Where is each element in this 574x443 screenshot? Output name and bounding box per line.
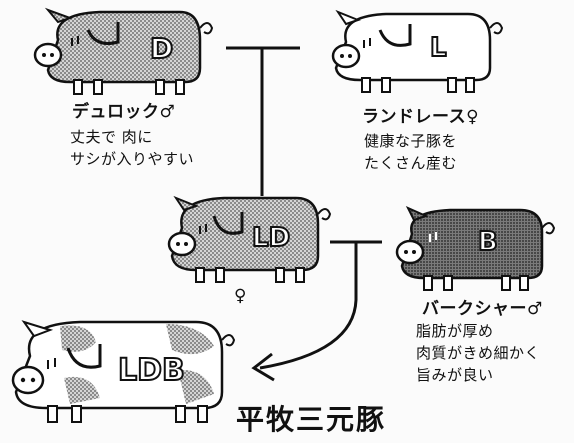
- landrace-desc-line: 健康な子豚を: [364, 132, 458, 150]
- berkshire-name: バークシャー: [422, 299, 527, 319]
- berkshire-description: 脂肪が厚め 肉質がきめ細かく 旨みが良い: [416, 320, 540, 386]
- pig-duroc: D: [33, 7, 214, 95]
- landrace-description: 健康な子豚を たくさん産む: [364, 130, 457, 174]
- landrace-letter: L: [430, 33, 447, 63]
- duroc-desc-line: サシが入りやすい: [70, 150, 195, 168]
- duroc-name: デュロック: [72, 102, 160, 122]
- diagram-title: 平牧三元豚: [236, 403, 387, 436]
- landrace-label: ランドレース♀: [362, 102, 479, 127]
- arrow-head: [251, 352, 275, 382]
- duroc-description: 丈夫で 肉に サシが入りやすい: [70, 126, 194, 170]
- berkshire-sex: ♂: [527, 299, 543, 319]
- landrace-name: ランドレース: [362, 107, 467, 127]
- duroc-label: デュロック♂: [72, 97, 175, 122]
- duroc-desc-line: 丈夫で 肉に: [70, 128, 153, 146]
- cross-line-dl: [226, 46, 300, 196]
- pig-berkshire: B: [395, 205, 556, 291]
- ld-letter: LD: [252, 223, 290, 253]
- berkshire-letter: B: [478, 227, 498, 257]
- berkshire-desc-line: 肉質がきめ細かく: [416, 344, 541, 362]
- cross-line-ldb: [259, 240, 382, 370]
- berkshire-desc-line: 脂肪が厚め: [416, 322, 494, 340]
- pig-ldb: LDB: [11, 320, 236, 423]
- duroc-sex: ♂: [159, 102, 176, 122]
- pig-landrace: L: [331, 9, 504, 93]
- pig-ld: LD: [167, 195, 332, 283]
- berkshire-label: バークシャー♂: [422, 294, 543, 319]
- ld-sex: ♀: [234, 286, 247, 306]
- landrace-desc-line: たくさん産む: [364, 154, 458, 172]
- berkshire-desc-line: 旨みが良い: [416, 366, 494, 384]
- landrace-sex: ♀: [466, 107, 480, 127]
- duroc-letter: D: [150, 32, 173, 65]
- ldb-letter: LDB: [118, 353, 185, 388]
